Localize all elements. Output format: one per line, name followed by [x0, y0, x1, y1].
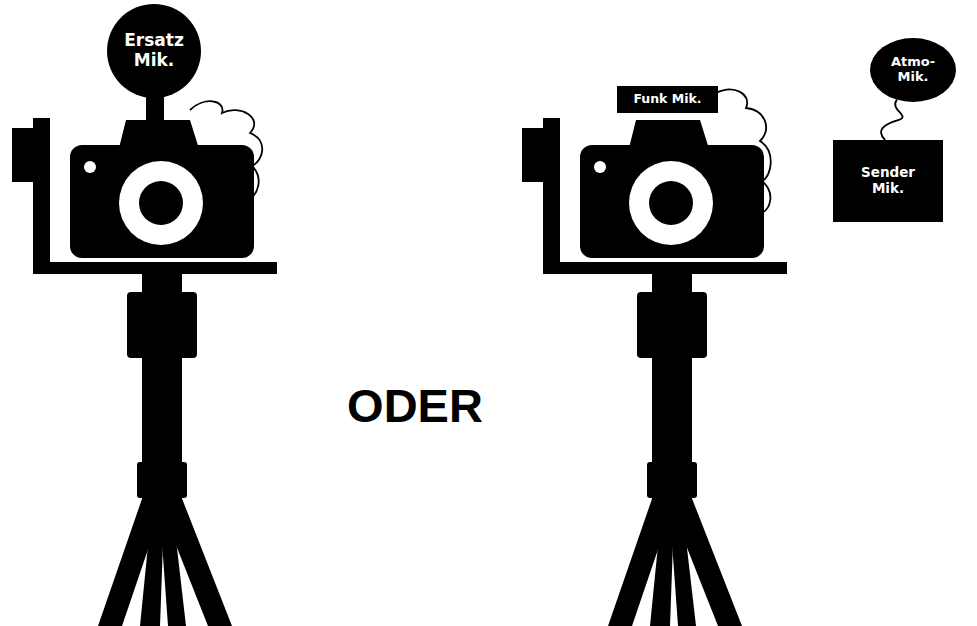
mic-label: Funk Mik. [633, 92, 701, 106]
mic-label: Atmo-Mik. [889, 55, 937, 85]
node-text-group: Sender Mik. [857, 165, 919, 196]
mic-cable [716, 90, 771, 213]
node-fill [870, 38, 956, 102]
camera-on-tripod [12, 118, 277, 626]
node-text-group: Funk Mik. [633, 92, 701, 106]
mic-label: Ersatz Mik. [122, 31, 186, 70]
node-text-group: Ersatz Mik. [122, 31, 186, 70]
mic-box: Funk Mik. [617, 86, 718, 113]
camera-on-tripod [522, 118, 787, 626]
transmitter-box: Sender Mik. [833, 140, 943, 222]
mic-label: Sender Mik. [857, 165, 919, 196]
node-fill [107, 4, 201, 98]
mic-circle: Ersatz Mik. [107, 4, 201, 98]
mic-mount [146, 94, 164, 122]
mic-cable [881, 100, 903, 140]
node-text-group: Atmo-Mik. [889, 55, 937, 85]
mic-cable [190, 101, 262, 200]
node-fill [833, 140, 943, 222]
node-fill [617, 86, 718, 113]
or-label: ODER [315, 378, 515, 433]
mic-ellipse: Atmo-Mik. [870, 38, 956, 102]
